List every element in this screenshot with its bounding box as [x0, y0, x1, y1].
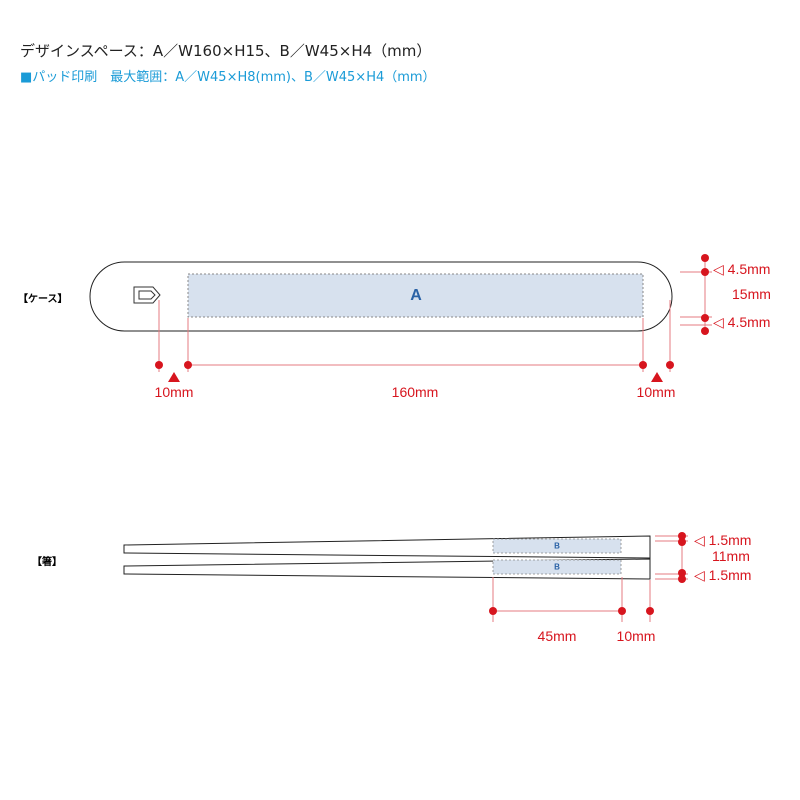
chop-extension-lines [492, 577, 651, 622]
print-area-b-top [492, 538, 622, 554]
chop-dim-top-margin-label: ◁ 1.5mm [694, 532, 752, 548]
print-area-b-bottom-label: B [554, 562, 560, 572]
case-dim-height-label: 15mm [732, 286, 771, 302]
case-dim-width-label: 160mm [391, 384, 439, 400]
print-area-a [187, 273, 644, 318]
case-height-dots [701, 254, 709, 335]
design-space-title: デザインスペース：A／W160×H15、B／W45×H4（mm） [20, 42, 432, 60]
print-area-a-label: A [410, 287, 422, 304]
chop-height-dots [678, 532, 686, 583]
chop-dim-dots [489, 607, 654, 615]
case-dim-left-label: 10mm [154, 384, 194, 400]
case-dim-dots [155, 361, 674, 369]
case-dim-right-label: 10mm [636, 384, 676, 400]
case-section-label: 【ケース】 [18, 294, 68, 305]
print-area-b-top-label: B [554, 541, 560, 551]
chop-dim-bottom-margin-label: ◁ 1.5mm [694, 567, 752, 583]
chop-dim-right-label: 10mm [616, 628, 656, 644]
case-dim-top-margin-label: ◁ 4.5mm [713, 261, 771, 277]
case-left-arrow-icon [168, 372, 180, 382]
chop-dim-height-label: 11mm [712, 548, 750, 564]
chopsticks-section-label: 【箸】 [32, 557, 62, 568]
case-clip-icon [133, 286, 161, 304]
chop-dim-width-label: 45mm [537, 628, 577, 644]
case-dim-bottom-margin-label: ◁ 4.5mm [713, 314, 771, 330]
case-right-arrow-icon [651, 372, 663, 382]
print-area-b-bottom [492, 559, 622, 575]
pad-print-note: ■パッド印刷 最大範囲：A／W45×H8(mm)、B／W45×H4（mm） [20, 70, 436, 85]
